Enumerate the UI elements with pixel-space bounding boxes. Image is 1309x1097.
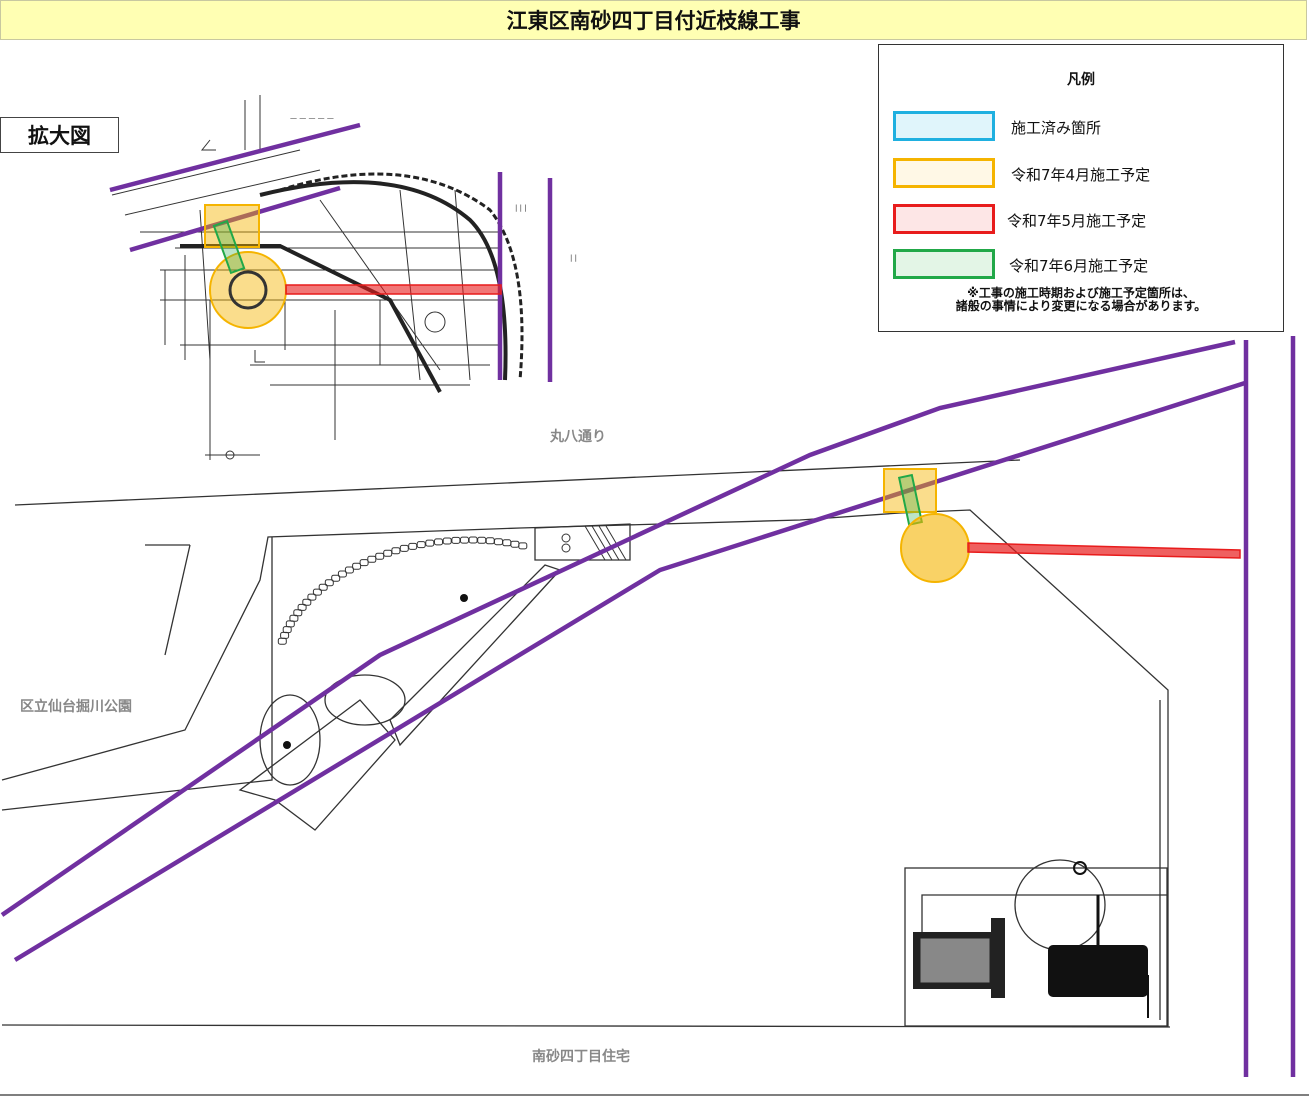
may-sewer — [967, 542, 1241, 559]
legend-swatch-completed — [893, 111, 995, 141]
legend-swatch-june — [893, 249, 995, 279]
svg-text:| |: | | — [570, 254, 577, 262]
stepping-stone — [344, 566, 354, 574]
stepping-stone — [285, 620, 295, 628]
inset-manhole-ring — [228, 270, 268, 310]
stepping-stone — [399, 544, 409, 552]
svg-text:| | |: | | | — [515, 204, 527, 212]
stepping-stone — [297, 603, 307, 611]
stepping-stone — [302, 598, 312, 606]
stepping-stone — [416, 541, 426, 549]
stepping-stone — [425, 539, 435, 547]
stepping-stone — [494, 538, 503, 546]
stepping-stone — [367, 555, 377, 563]
main-pipelines — [0, 336, 1296, 1077]
stepping-stone — [307, 593, 317, 601]
legend-note: ※工事の施工時期および施工予定箇所は、 諸般の事情により変更になる場合があります… — [879, 287, 1283, 313]
stepping-stone — [293, 609, 303, 617]
svg-text:— — — — —: — — — — — — [290, 114, 334, 122]
stepping-stone — [468, 536, 478, 544]
legend-label: 令和7年4月施工予定 — [1011, 166, 1151, 184]
legend-swatch-april — [893, 158, 995, 188]
stepping-stone — [408, 542, 418, 550]
road-and-park-outline — [0, 459, 1309, 1096]
site-map: — — — — — | | | | | — [0, 95, 1309, 1096]
stepping-stone — [383, 549, 393, 557]
stepping-stone — [277, 637, 287, 645]
inset-pipeline-lower — [129, 185, 341, 253]
stepping-stone — [331, 574, 341, 582]
stepping-stone — [502, 539, 512, 547]
road-label: 丸八通り — [550, 429, 606, 445]
inset-label: 拡大図 — [0, 117, 119, 153]
stepping-stone — [485, 537, 495, 545]
stepping-stone — [282, 626, 292, 634]
inset-pipelines — [109, 122, 553, 382]
legend-swatch-may — [893, 204, 995, 234]
stepping-stone — [442, 537, 452, 545]
stepping-stone — [518, 542, 528, 550]
stepping-stone — [312, 588, 322, 596]
stepping-stone — [477, 536, 487, 544]
stepping-stone — [434, 538, 443, 546]
legend-title: 凡例 — [1067, 72, 1095, 88]
housing-label: 南砂四丁目住宅 — [532, 1049, 630, 1065]
stepping-stone — [391, 547, 401, 555]
legend-label: 施工済み箇所 — [1011, 119, 1102, 137]
pipeline-lower — [13, 380, 1246, 962]
april-shaft-box — [883, 468, 937, 513]
legend: 凡例 施工済み箇所 令和7年4月施工予定 令和7年5月施工予定 令和7年6月施工… — [878, 44, 1284, 332]
legend-note-line: ※工事の施工時期および施工予定箇所は、 — [967, 286, 1195, 300]
april-manhole — [900, 513, 970, 583]
pipeline-upper — [0, 339, 1236, 917]
stepping-stone — [337, 570, 347, 578]
stepping-stone — [375, 552, 385, 560]
park-label: 区立仙台掘川公園 — [20, 699, 132, 715]
stepping-stone — [324, 579, 334, 587]
map-title: 江東区南砂四丁目付近枝線工事 — [0, 0, 1307, 40]
legend-label: 令和7年5月施工予定 — [1007, 212, 1147, 230]
park-marker-dot — [283, 741, 291, 749]
inset-june-sewer — [212, 219, 246, 275]
park-marker-dot — [460, 594, 468, 602]
inset-april-manhole — [209, 251, 287, 329]
inset-may-sewer — [285, 284, 502, 295]
park-stepping-stones — [277, 536, 528, 645]
inset-pipeline-upper — [109, 122, 361, 193]
stepping-stone — [359, 559, 369, 567]
stepping-stone — [352, 562, 362, 570]
stepping-stone — [280, 631, 290, 639]
stepping-stone — [451, 536, 461, 544]
legend-label: 令和7年6月施工予定 — [1009, 257, 1149, 275]
stepping-stone — [318, 583, 328, 591]
stepping-stone — [510, 540, 520, 548]
facility-equipment — [913, 861, 1149, 1018]
stepping-stone — [460, 536, 469, 544]
legend-note-line: 諸般の事情により変更になる場合があります。 — [955, 299, 1207, 313]
